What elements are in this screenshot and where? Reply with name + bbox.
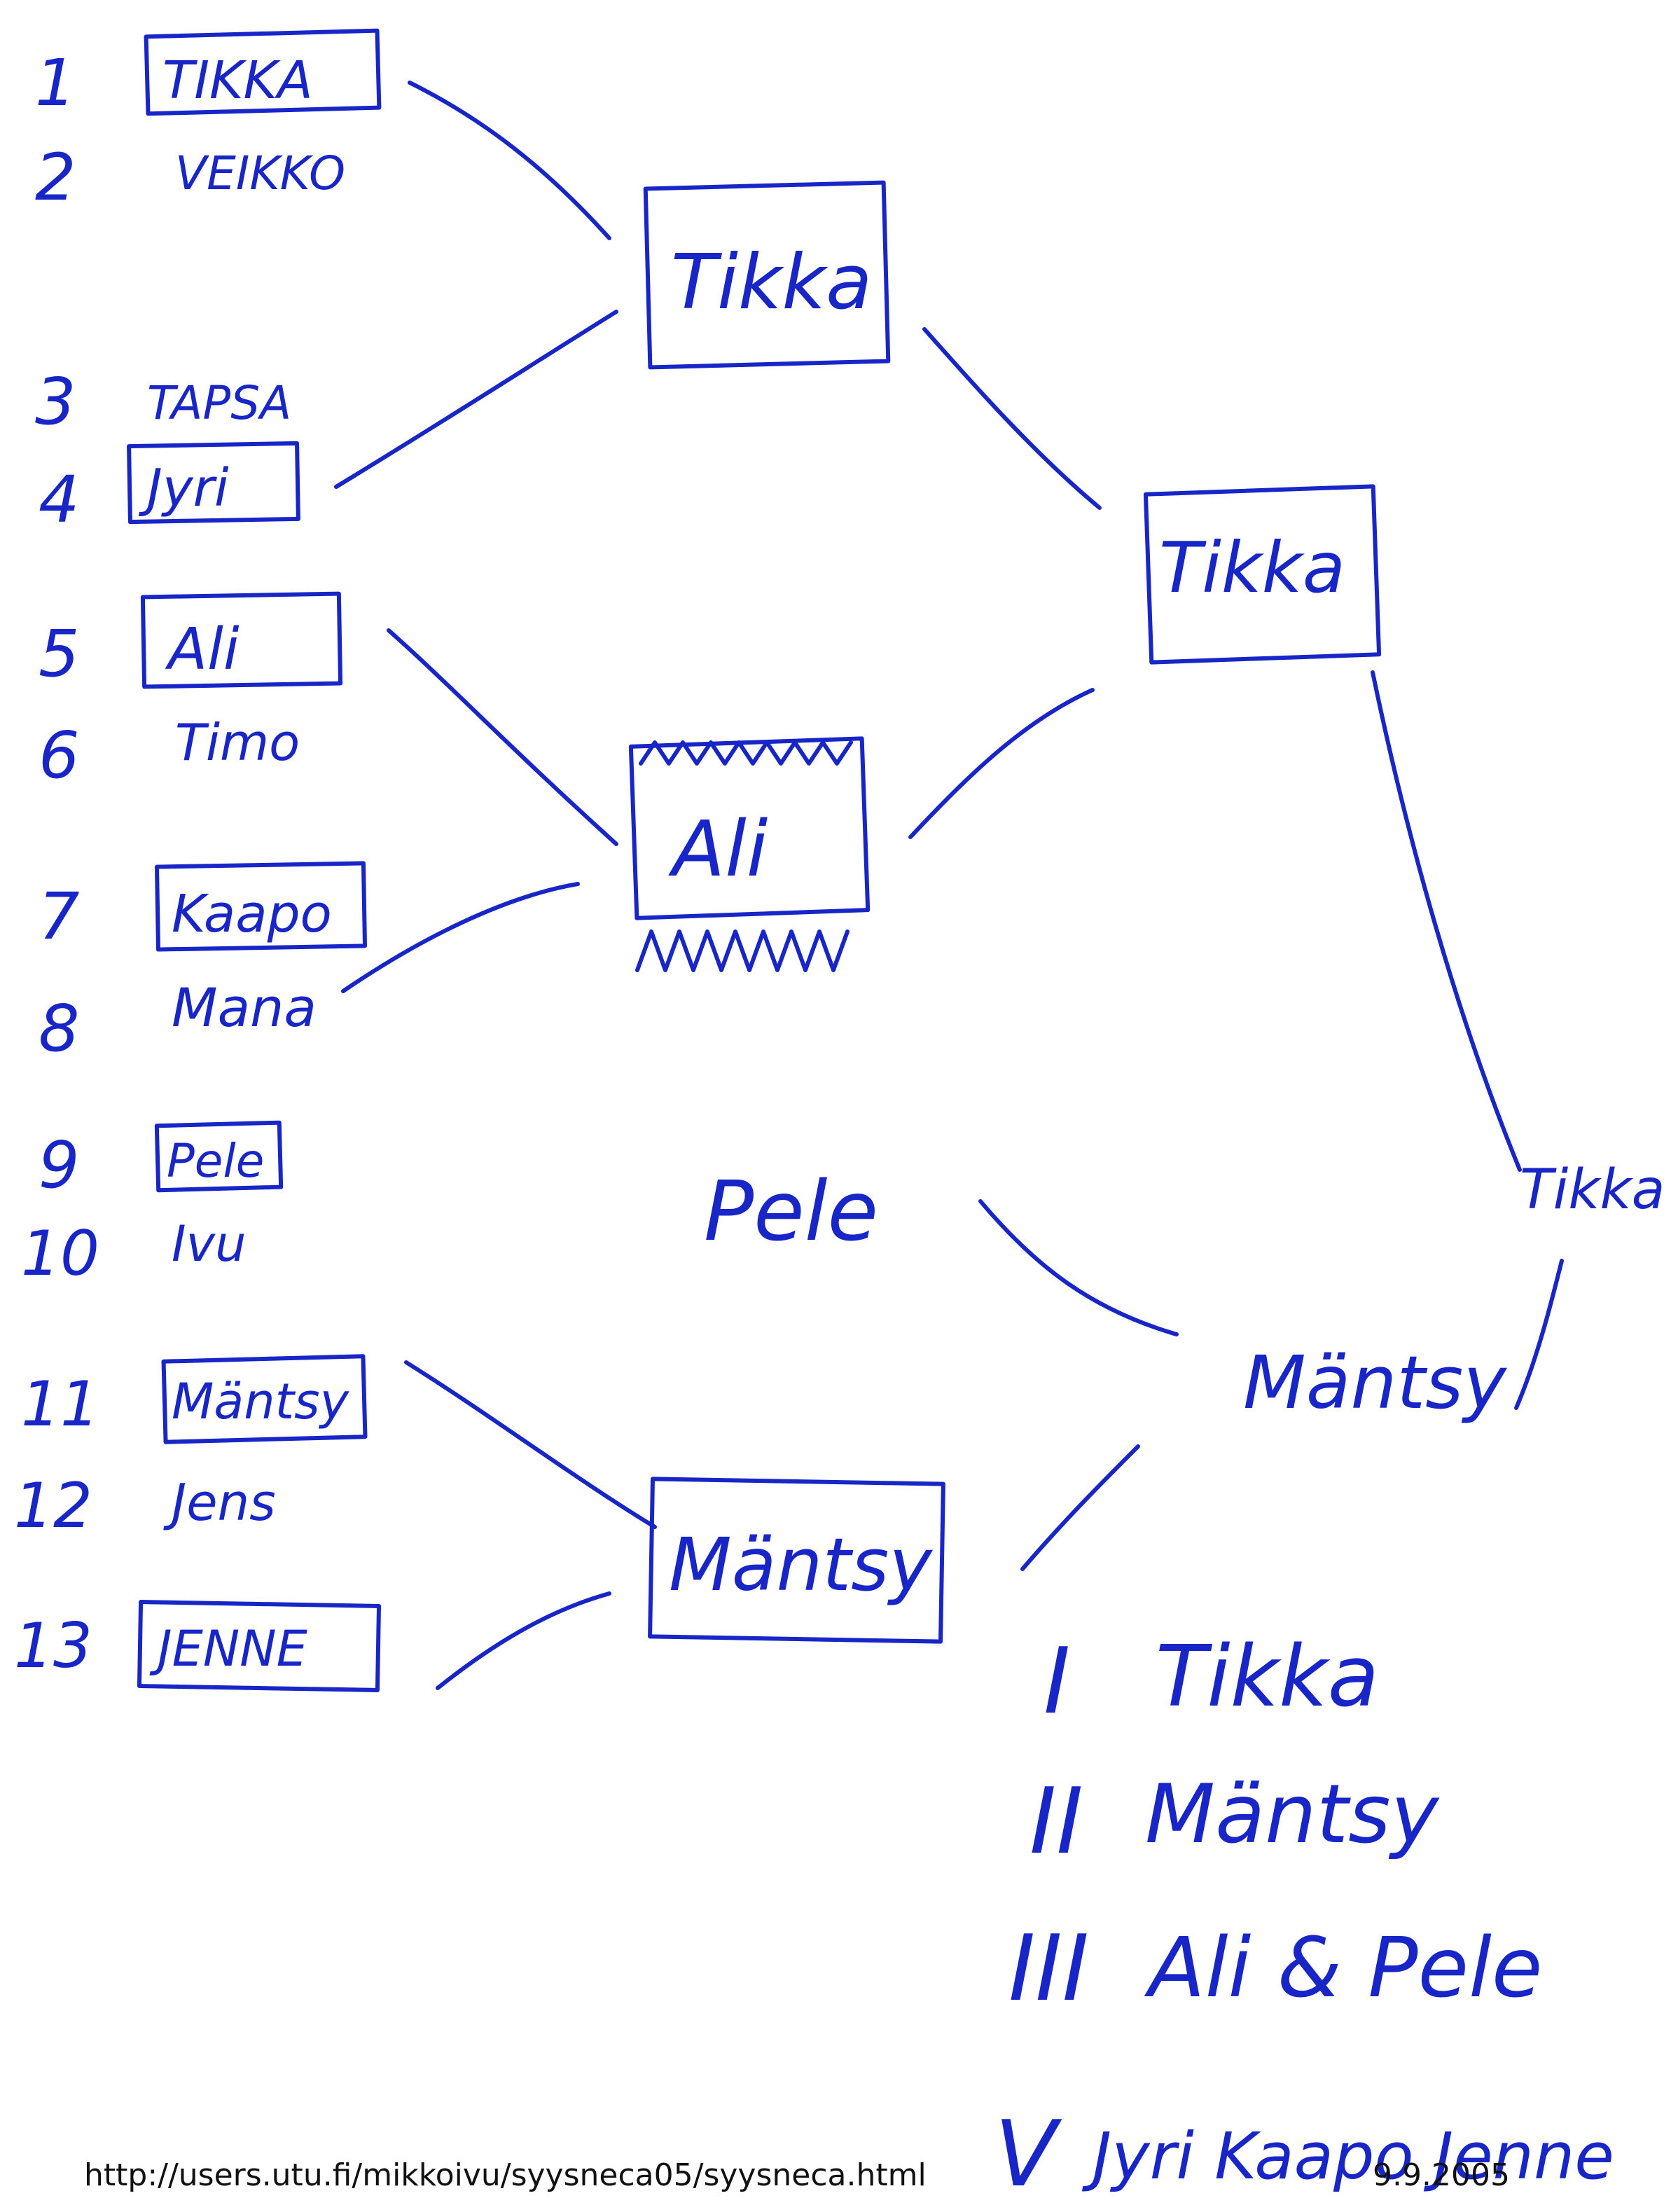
r2-box-ali [628, 736, 871, 920]
r2-name-tikka: Tikka [671, 239, 872, 326]
standing-rank-1: I [1044, 1628, 1070, 1734]
r2-box-tikka [643, 180, 891, 370]
final-round: Tikka [1520, 1159, 1664, 1222]
r2-eliminated-scribble-bottom [635, 929, 850, 972]
seed-10: 10 [21, 1217, 99, 1290]
bracket-lines [334, 81, 1564, 1690]
third-round: Tikka Mäntsy [1143, 484, 1507, 1425]
winner-box-4 [127, 441, 300, 525]
seed-12: 12 [14, 1470, 92, 1542]
line-r1-tikka-to-r2 [408, 81, 611, 240]
line-r1-jyri-to-r2 [334, 310, 618, 489]
standing-rank-5: V [994, 2101, 1062, 2207]
winner-box-5 [140, 591, 343, 689]
seed-6: 6 [39, 718, 80, 793]
seed-7: 7 [39, 879, 80, 954]
line-r1-mantsy-to-r2 [404, 1360, 657, 1529]
seed-5: 5 [39, 616, 80, 691]
winner-box-9 [154, 1120, 284, 1193]
winner-box-1 [144, 28, 382, 116]
final-winner-name: Tikka [1520, 1159, 1664, 1222]
player-name-13: JENNE [149, 1620, 308, 1678]
standing-name-3: Ali & Pele [1144, 1919, 1542, 2016]
footer-date: 9.9.2005 [1373, 2157, 1510, 2193]
standing-name-2: Mäntsy [1145, 1767, 1440, 1862]
seed-9: 9 [39, 1128, 80, 1203]
second-round: Tikka Ali Pele Mäntsy [628, 180, 945, 1644]
line-r3-mantsy-to-final [1514, 1259, 1564, 1410]
r2-eliminated-scribble-top [639, 740, 853, 766]
line-r2-ali-to-r3 [908, 688, 1095, 839]
line-r2-tikka-to-r3 [922, 327, 1102, 510]
player-name-10: Ivu [172, 1215, 246, 1273]
r2-name-pele: Pele [704, 1163, 878, 1259]
line-r1-kaapo-to-r2 [341, 882, 580, 993]
line-r3-tikka-to-final [1371, 670, 1522, 1172]
standing-rank-2: II [1029, 1768, 1083, 1874]
first-round: 1 TIKKA 2 VEIKKO 3 TAPSA 4 Jyri 5 Ali 6 … [14, 28, 382, 1692]
player-name-12: Jens [163, 1473, 276, 1532]
line-r2-mantsy-to-r3 [1020, 1444, 1140, 1571]
seed-2: 2 [35, 140, 76, 215]
line-r1-ali-to-r2 [387, 628, 618, 846]
r2-name-ali: Ali [668, 804, 768, 894]
player-name-11: Mäntsy [172, 1373, 350, 1430]
r3-name-mantsy: Mäntsy [1243, 1340, 1507, 1425]
r3-box-tikka [1143, 484, 1382, 665]
player-name-2: VEIKKO [175, 146, 345, 200]
footer: http://users.utu.fi/mikkoivu/syysneca05/… [84, 2157, 1510, 2193]
player-name-9: Pele [167, 1134, 264, 1188]
standing-rank-3: III [1008, 1915, 1089, 2021]
standing-name-1: Tikka [1156, 1629, 1379, 1726]
winner-box-13 [137, 1600, 382, 1692]
winner-box-11 [161, 1354, 368, 1444]
seed-13: 13 [14, 1610, 92, 1682]
player-name-8: Mana [172, 976, 317, 1039]
r3-name-tikka: Tikka [1159, 527, 1345, 609]
r2-box-mantsy [648, 1477, 945, 1644]
standing-name-5: Jyri Kaapo Jenne [1081, 2119, 1614, 2194]
player-name-7: Kaapo [172, 884, 332, 944]
line-r2-pele-to-r3 [978, 1199, 1179, 1336]
final-standings: I Tikka II Mäntsy III Ali & Pele V Jyri … [994, 1628, 1614, 2207]
seed-11: 11 [21, 1368, 99, 1440]
footer-url: http://users.utu.fi/mikkoivu/syysneca05/… [84, 2157, 927, 2193]
winner-box-7 [154, 861, 368, 952]
player-name-1: TIKKA [162, 50, 313, 111]
r2-name-mantsy: Mäntsy [669, 1522, 933, 1608]
seed-1: 1 [35, 46, 76, 120]
seed-8: 8 [39, 991, 80, 1066]
seed-4: 4 [39, 462, 80, 537]
seed-3: 3 [35, 364, 76, 439]
player-name-5: Ali [165, 616, 240, 683]
player-name-6: Timo [175, 713, 300, 772]
player-name-4: Jyri [138, 458, 229, 518]
line-r1-jenne-to-r2 [436, 1591, 611, 1690]
player-name-3: TAPSA [147, 376, 291, 430]
